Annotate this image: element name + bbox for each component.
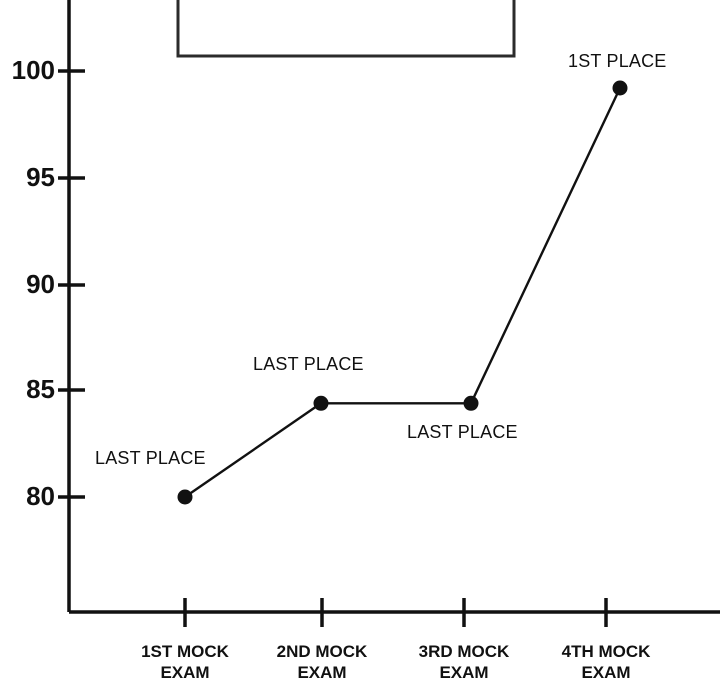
x-tick-label-2: 3RD MOCK EXAM [384,641,544,684]
x-tick-label-0-line2: EXAM [160,663,210,683]
y-tick-label-85: 85 [26,374,55,404]
x-tick-label-1: 2ND MOCK EXAM [242,641,402,684]
x-tick-label-2-line1: 3RD MOCK [418,642,510,661]
annotation-point-1: LAST PLACE [253,354,364,374]
data-line-series-0 [183,86,622,499]
data-point-3[interactable] [612,80,628,96]
y-tick-label-95: 95 [26,162,55,192]
x-tick-label-2-line2: EXAM [439,663,489,683]
y-tick-label-90: 90 [26,269,55,299]
y-tick-label-100: 100 [11,55,55,85]
x-tick-label-0-line1: 1ST MOCK [141,642,229,661]
data-point-markers [177,80,628,505]
legend-box [176,0,516,58]
y-tick-label-80: 80 [26,481,55,511]
x-tick-label-3: 4TH MOCK EXAM [526,641,686,684]
x-axis-ticks [183,598,608,627]
y-axis-ticks [58,69,85,499]
x-tick-label-3-line1: 4TH MOCK [561,642,651,661]
x-tick-label-0: 1ST MOCK EXAM [105,641,265,684]
annotation-point-2: LAST PLACE [407,422,518,442]
data-point-1[interactable] [313,395,329,411]
data-point-0[interactable] [177,489,193,505]
annotation-point-3: 1ST PLACE [568,51,667,71]
x-tick-label-1-line1: 2ND MOCK [276,642,368,661]
x-tick-label-3-line2: EXAM [581,663,631,683]
data-point-2[interactable] [463,395,479,411]
x-tick-label-1-line2: EXAM [297,663,347,683]
annotation-point-0: LAST PLACE [95,448,206,468]
